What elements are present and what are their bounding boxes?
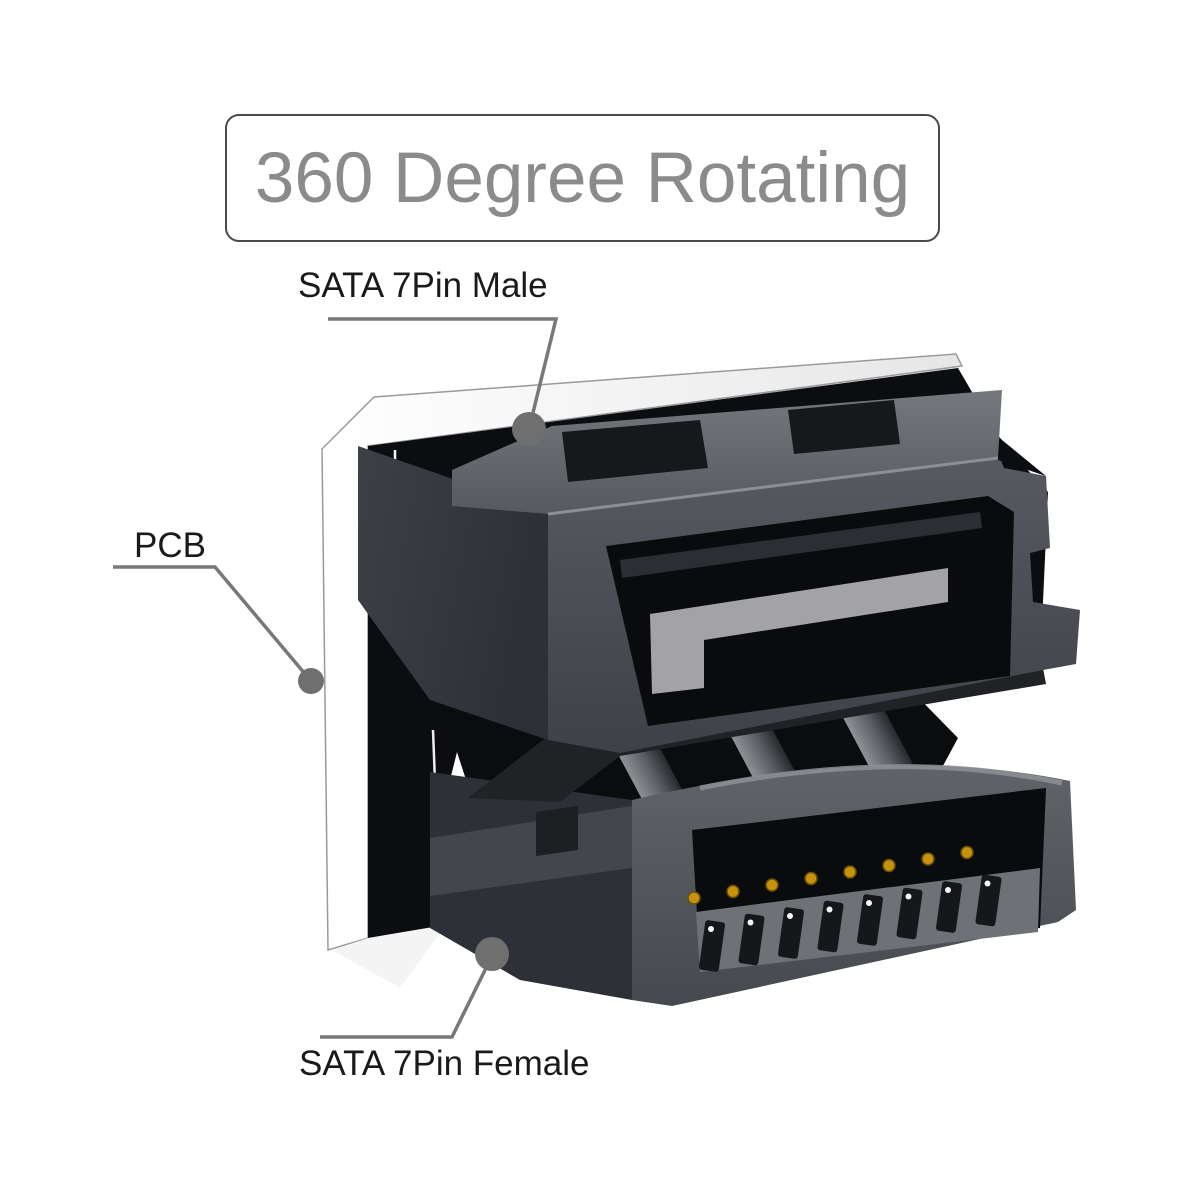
title-text: 360 Degree Rotating [254, 138, 911, 218]
comb-slot-highlight [866, 900, 872, 906]
comb-slot-highlight [708, 926, 714, 932]
comb-slot [975, 874, 1002, 927]
comb-slot-highlight [905, 893, 912, 900]
comb-slot [699, 920, 725, 972]
comb-slot [817, 900, 844, 953]
label-sata-male: SATA 7Pin Male [298, 266, 548, 305]
comb-slot [857, 894, 883, 946]
female-step-notch [536, 806, 578, 856]
male-top-notch [788, 400, 900, 454]
gold-pin [804, 871, 818, 886]
male-front-edge-highlight [547, 456, 999, 516]
leader-line-pcb [113, 565, 313, 683]
gold-pin [960, 845, 974, 860]
male-top-notch [562, 420, 708, 482]
title-box: 360 Degree Rotating [225, 114, 940, 242]
gold-pin [687, 891, 701, 905]
pcb-white-edge [321, 353, 964, 952]
sata-female-connector [430, 764, 1076, 1006]
comb-slot [738, 913, 765, 966]
comb-slot [778, 907, 804, 959]
gold-pin [882, 858, 896, 873]
comb-slot [896, 887, 923, 940]
comb-slot-highlight [787, 913, 793, 919]
comb-slot-highlight [945, 887, 951, 893]
callouts [113, 317, 559, 1039]
male-cavity-shadow [620, 512, 982, 578]
female-top-highlight [699, 764, 1063, 791]
leader-line-female [320, 955, 494, 1039]
male-key-tab [650, 568, 948, 694]
callout-dot-male [512, 412, 546, 446]
callout-dot-female [475, 937, 509, 971]
male-left-face [358, 446, 548, 740]
comb-slot-highlight [826, 906, 833, 913]
female-step-band [430, 806, 632, 896]
callout-dot-pcb [298, 668, 324, 694]
label-pcb: PCB [134, 526, 206, 565]
comb-slot-highlight [984, 880, 991, 887]
comb-slot-highlight [747, 919, 754, 926]
label-sata-female: SATA 7Pin Female [299, 1044, 590, 1083]
leader-line-male [328, 317, 559, 430]
gold-pin [726, 884, 740, 899]
female-pin-row [687, 845, 974, 905]
comb-slot [936, 881, 962, 933]
female-comb-slots [699, 874, 1002, 972]
gold-pin [843, 865, 857, 879]
male-under-ledge [468, 668, 1046, 802]
sata-male-connector [358, 372, 1080, 802]
gold-pin [921, 852, 935, 866]
gold-pin [765, 878, 779, 892]
